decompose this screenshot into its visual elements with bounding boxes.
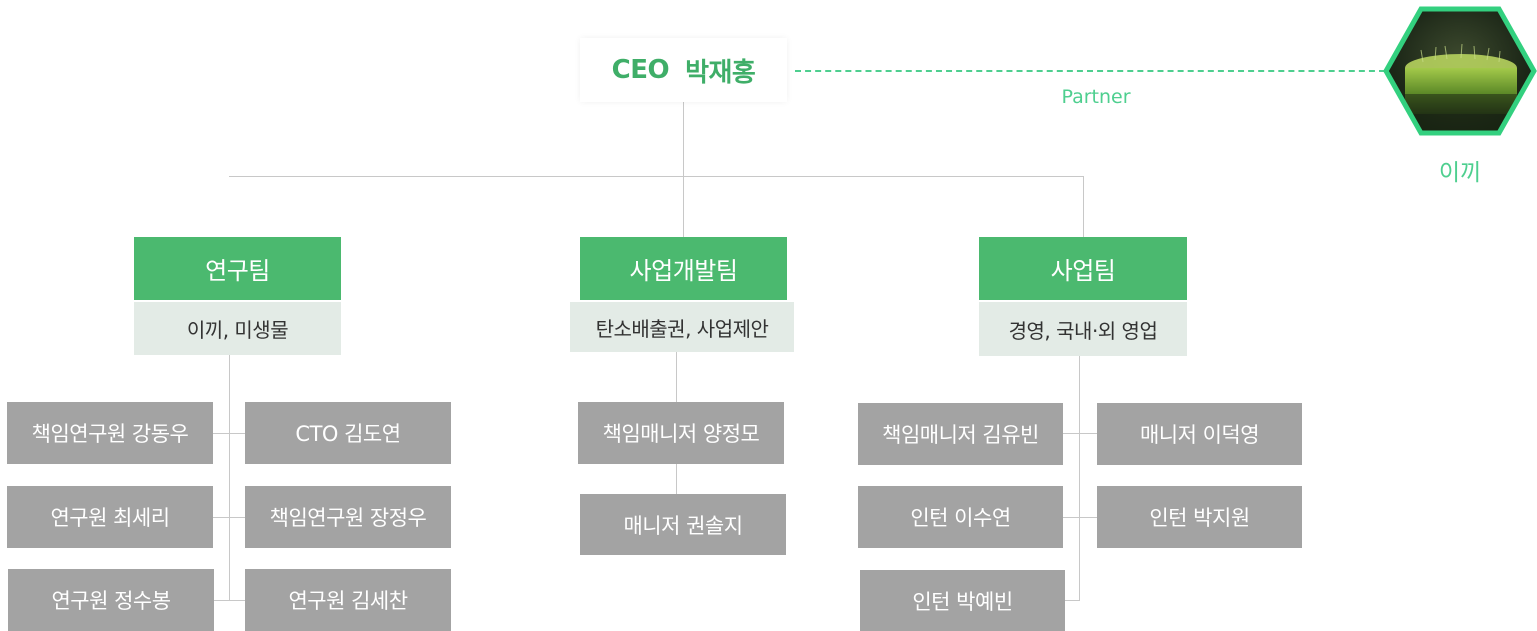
ceo-connector bbox=[683, 102, 684, 237]
team-1-desc: 이끼, 미생물 bbox=[134, 302, 341, 355]
team-3-trunk bbox=[1079, 356, 1080, 600]
team-1-name: 연구팀 bbox=[134, 237, 341, 300]
team-3-member: 인턴 박지원 bbox=[1097, 486, 1302, 548]
team-1-trunk bbox=[229, 355, 230, 600]
team-1-member: 연구원 최세리 bbox=[7, 486, 213, 548]
team-1-branch-2 bbox=[213, 517, 245, 518]
team-2-desc: 탄소배출권, 사업제안 bbox=[570, 302, 794, 352]
team-1-member: 연구원 김세찬 bbox=[245, 569, 451, 631]
team-3-name: 사업팀 bbox=[979, 237, 1187, 300]
team-2-member: 매니저 권솔지 bbox=[580, 494, 786, 555]
team-3-connector bbox=[1083, 176, 1084, 237]
team-3-desc: 경영, 국내·외 영업 bbox=[979, 302, 1187, 356]
team-horizontal-connector bbox=[229, 176, 1084, 177]
team-3-member: 매니저 이덕영 bbox=[1097, 403, 1302, 465]
team-3-branch-1 bbox=[1063, 433, 1097, 434]
team-1-member: 책임연구원 장정우 bbox=[245, 486, 451, 548]
team-3-member: 인턴 박예빈 bbox=[860, 570, 1065, 631]
partner-name: 이끼 bbox=[1438, 160, 1482, 186]
team-3-branch-3 bbox=[1065, 600, 1080, 601]
team-2-name: 사업개발팀 bbox=[580, 237, 787, 300]
team-1-member: CTO 김도연 bbox=[245, 402, 451, 464]
team-3-branch-2 bbox=[1063, 517, 1097, 518]
team-1-branch-1 bbox=[213, 433, 245, 434]
ceo-title: CEO bbox=[611, 55, 670, 85]
team-1-branch-3 bbox=[213, 600, 245, 601]
ceo-name: 박재홍 bbox=[685, 57, 756, 88]
ceo-box: CEO 박재홍 bbox=[580, 38, 787, 102]
team-1-member: 연구원 정수봉 bbox=[8, 569, 214, 631]
team-3-member: 책임매니저 김유빈 bbox=[858, 403, 1063, 465]
moss-image bbox=[1383, 4, 1537, 138]
team-3-member: 인턴 이수연 bbox=[858, 486, 1063, 548]
team-2-member: 책임매니저 양정모 bbox=[578, 402, 784, 464]
partner-connector bbox=[795, 70, 1385, 72]
partner-label: Partner bbox=[1061, 86, 1131, 108]
team-1-member: 책임연구원 강동우 bbox=[7, 402, 213, 464]
